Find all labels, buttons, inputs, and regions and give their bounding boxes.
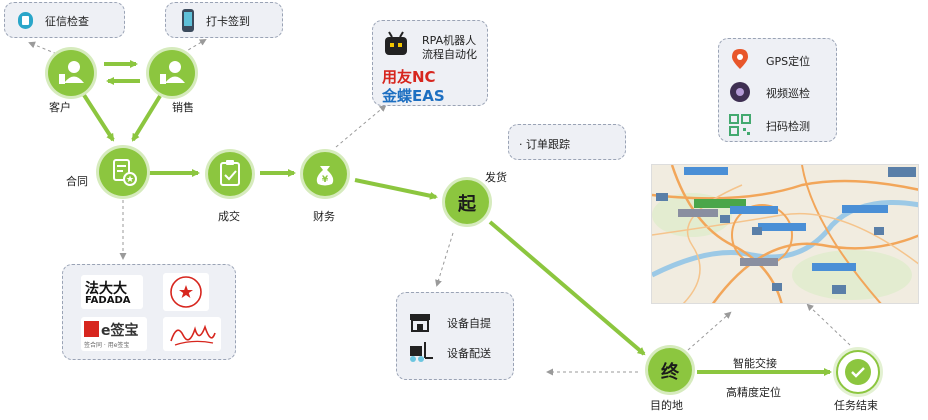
contract-node (99, 148, 147, 196)
edge-client-contract (82, 93, 115, 142)
order-tracking-box: · 订单跟踪 (508, 124, 626, 160)
map-image (651, 164, 919, 304)
phone-icon (182, 9, 194, 32)
contract-label: 合同 (66, 175, 88, 188)
edge-end-map (687, 311, 732, 351)
order-tracking-label: · 订单跟踪 (519, 138, 570, 151)
start-label: 发货 (485, 171, 507, 184)
video-patrol-label: 视频巡检 (766, 87, 810, 100)
document-stamp-icon (113, 159, 137, 186)
deal-label: 成交 (218, 210, 240, 223)
checkmark-icon (845, 359, 871, 385)
end-char: 终 (661, 362, 679, 383)
pickup-delivery-box: 设备自提 设备配送 (396, 292, 514, 380)
scan-check-label: 扫码检测 (766, 120, 810, 133)
task-done-node (836, 350, 880, 394)
client-node (48, 50, 94, 96)
forklift-icon (410, 342, 433, 362)
end-node: 终 (648, 348, 692, 392)
edge-start-end (488, 220, 646, 356)
checkin-box: 打卡签到 (165, 2, 283, 38)
checkin-label: 打卡签到 (206, 15, 250, 28)
finance-label: 财务 (313, 210, 335, 223)
clipboard-check-icon (220, 160, 240, 186)
rpa-line2: 流程自动化 (422, 48, 477, 61)
user-icon (160, 61, 185, 84)
sales-node (149, 50, 195, 96)
client-label: 客户 (49, 101, 71, 114)
gps-label: GPS定位 (766, 55, 811, 68)
smart-handover-label: 智能交接 (733, 357, 777, 370)
store-icon (410, 314, 430, 332)
monitoring-box: GPS定位 视频巡检 扫码检测 (718, 38, 837, 142)
esign-logo: e签宝 签合同 · 用e签宝 (81, 317, 147, 351)
qr-scan-icon (729, 114, 751, 136)
credit-check-label: 征信检查 (45, 15, 89, 28)
finance-node: ¥ (303, 152, 347, 196)
money-bag-icon: ¥ (316, 166, 334, 186)
credit-check-box: 征信检查 (4, 2, 125, 38)
edge-done-map (806, 303, 851, 346)
camera-icon (730, 82, 750, 102)
edge-finance-rpa (335, 104, 387, 148)
kingdee-eas-logo: 金蝶EAS (382, 87, 445, 105)
rpa-line1: RPA机器人 (422, 34, 477, 47)
edge-sales-checkin (177, 38, 207, 57)
edge-start-pickup (435, 232, 454, 287)
precise-location-label: 高精度定位 (726, 386, 781, 399)
handwritten-signature (163, 317, 221, 351)
start-char: 起 (458, 194, 476, 215)
fadada-logo: 法大大 FADADA (81, 275, 143, 309)
yonyou-nc-logo: 用友NC (382, 68, 436, 86)
rpa-box: RPA机器人 流程自动化 用友NC 金蝶EAS (372, 20, 488, 106)
gps-pin-icon (732, 49, 748, 69)
id-card-icon (18, 12, 33, 29)
red-seal-stamp (163, 273, 209, 311)
sales-label: 销售 (172, 101, 194, 114)
end-label: 目的地 (650, 399, 683, 412)
deal-node (208, 152, 252, 196)
task-done-label: 任务结束 (834, 399, 878, 412)
esign-box: 法大大 FADADA e签宝 签合同 · 用e签宝 (62, 264, 236, 360)
edge-finance-start (354, 178, 438, 200)
robot-icon (385, 31, 407, 55)
user-icon (59, 61, 84, 84)
esign-sub: 签合同 · 用e签宝 (84, 342, 130, 349)
fadada-en: FADADA (85, 295, 131, 306)
pickup-label: 设备自提 (447, 317, 491, 330)
fadada-cn: 法大大 (85, 281, 127, 297)
start-node: 起 (445, 180, 489, 224)
svg-text:¥: ¥ (322, 175, 329, 185)
esign-name: e签宝 (101, 323, 139, 339)
edge-sales-contract (131, 94, 162, 142)
delivery-label: 设备配送 (447, 347, 491, 360)
